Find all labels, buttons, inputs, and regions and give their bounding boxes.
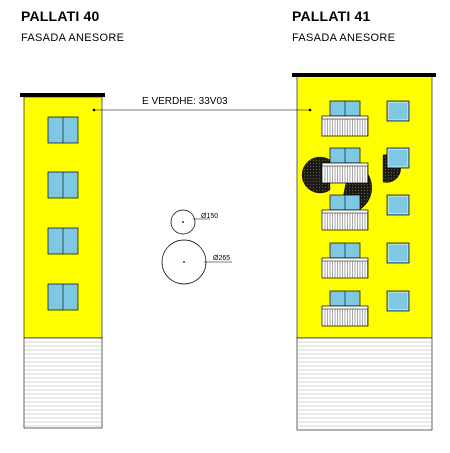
right-side-window-3: [386, 194, 410, 216]
left-building: [20, 93, 105, 429]
right-side-window-1: [386, 100, 410, 122]
color-annotation-label: E VERDHE: 33V03: [142, 96, 228, 107]
right-center-window-5: [329, 290, 361, 307]
large-circle-label: Ø265: [213, 255, 230, 262]
balcony-4: [321, 257, 369, 279]
right-base: [296, 337, 433, 431]
left-window-4: [47, 283, 79, 311]
right-side-window-5: [386, 290, 410, 312]
left-roof: [20, 93, 105, 97]
right-side-window-4: [386, 242, 410, 264]
right-center-window-4: [329, 242, 361, 259]
left-building-title: PALLATI 40: [21, 8, 100, 24]
right-center-window-1: [329, 100, 361, 117]
balcony-3: [321, 209, 369, 231]
right-side-window-2: [386, 147, 410, 169]
small-circle: [170, 209, 196, 235]
balcony-1: [321, 115, 369, 137]
small-circle-label: Ø150: [201, 213, 218, 220]
left-building-subtitle: FASADA ANESORE: [21, 32, 125, 44]
annotation-dot-left: [92, 108, 96, 112]
left-base: [23, 337, 103, 429]
circle-legend: Ø150 Ø265: [161, 209, 232, 285]
right-building-title: PALLATI 41: [292, 8, 371, 24]
color-annotation: E VERDHE: 33V03: [92, 96, 312, 112]
right-building-subtitle: FASADA ANESORE: [292, 32, 396, 44]
left-window-1: [47, 116, 79, 144]
right-balconies: [321, 115, 369, 327]
right-center-window-3: [329, 194, 361, 211]
balcony-5: [321, 305, 369, 327]
right-facade: [296, 75, 433, 339]
annotation-dot-right: [308, 108, 312, 112]
right-center-window-2: [329, 147, 361, 164]
right-building: [292, 73, 436, 431]
left-window-3: [47, 227, 79, 255]
right-roof: [292, 73, 436, 77]
left-windows: [47, 116, 79, 311]
left-window-2: [47, 171, 79, 199]
right-windows: [329, 100, 410, 312]
balcony-2: [321, 162, 369, 184]
